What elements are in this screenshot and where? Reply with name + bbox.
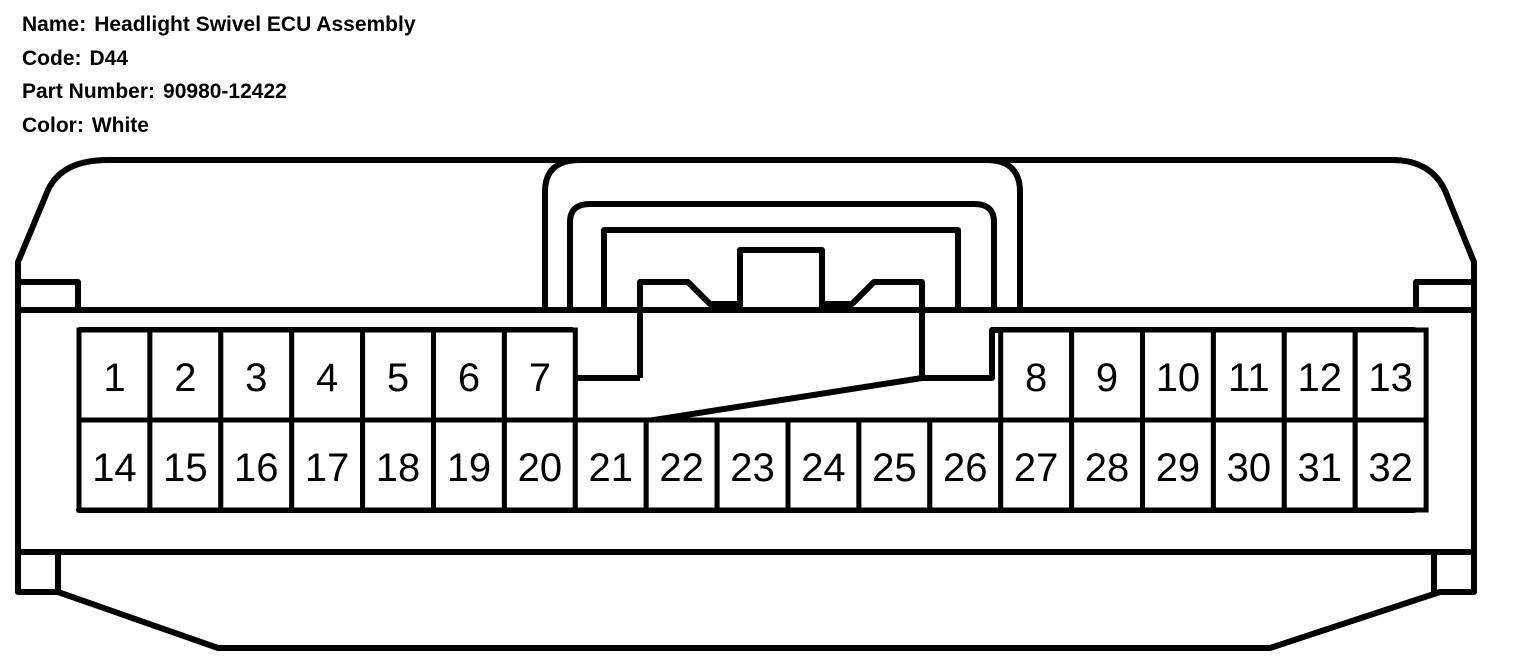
code-row: Code: D44 [22, 42, 416, 76]
pin-number: 23 [730, 446, 775, 490]
pin-cell [1352, 327, 1429, 423]
code-value: D44 [89, 46, 129, 70]
pin-number: 14 [92, 446, 137, 490]
name-row: Name: Headlight Swivel ECU Assembly [22, 8, 416, 42]
latch-block [737, 247, 825, 313]
color-label: Color: [22, 113, 84, 137]
pin-number: 24 [801, 446, 846, 490]
latch-inner-arch [567, 201, 997, 310]
pin-number: 15 [163, 446, 208, 490]
pin-number: 25 [872, 446, 917, 490]
pin-cell [76, 417, 153, 513]
pin-number: 11 [1228, 356, 1270, 400]
latch-outer-arch [542, 157, 1023, 310]
pin-number: 28 [1085, 446, 1130, 490]
pin-number: 29 [1156, 446, 1201, 490]
pin-number: 3 [245, 356, 267, 400]
pin-number: 2 [174, 356, 196, 400]
pin-number: 18 [376, 446, 421, 490]
right-tab [1413, 279, 1474, 310]
connector-info: Name: Headlight Swivel ECU Assembly Code:… [22, 8, 416, 142]
pin-cell [927, 417, 1004, 513]
pin-number: 31 [1298, 446, 1343, 490]
pin-number: 9 [1096, 356, 1118, 400]
pin-cell [147, 417, 224, 513]
pin-cell [1352, 417, 1429, 513]
pin-cell [431, 327, 507, 423]
pin-cell [998, 417, 1075, 513]
pin-number: 4 [316, 356, 338, 400]
pin-number: 7 [529, 356, 551, 400]
pin-number: 30 [1227, 446, 1272, 490]
pin-cell [289, 327, 366, 423]
pin-number: 20 [518, 446, 563, 490]
part-number-label: Part Number: [22, 80, 156, 103]
pin-cell [1281, 417, 1358, 513]
pin-number: 13 [1368, 356, 1413, 400]
pin-number: 6 [458, 356, 480, 400]
code-label: Code: [22, 46, 82, 70]
pin-number: 17 [305, 446, 350, 490]
pin-number: 5 [387, 356, 409, 400]
pin-number: 10 [1156, 356, 1201, 400]
pin-cell [360, 417, 437, 513]
part-number-value: 90980-12422 [163, 80, 287, 103]
pin-number: 8 [1025, 356, 1047, 400]
pin-cell [643, 417, 720, 513]
pin-number: 32 [1368, 446, 1413, 490]
pin-cell [572, 417, 649, 513]
pin-number: 12 [1298, 356, 1343, 400]
pin-number: 19 [447, 446, 492, 490]
name-value: Headlight Swivel ECU Assembly [94, 13, 416, 36]
part-number-row: Part Number: 90980-12422 [22, 75, 416, 109]
pin-number: 27 [1014, 446, 1059, 490]
latch-ramp-right [822, 279, 925, 378]
pin-number: 26 [943, 446, 988, 490]
pin-cell [1210, 327, 1287, 423]
name-label: Name: [22, 13, 87, 36]
pin-cell [856, 417, 933, 513]
latch-ramp-left [637, 279, 740, 378]
pin-cell [998, 327, 1075, 423]
pin-cell [431, 417, 507, 513]
left-tab [18, 279, 81, 310]
pin-number: 21 [589, 446, 634, 490]
connector-housing [15, 157, 1477, 651]
pin-cell [289, 417, 366, 513]
color-value: White [91, 113, 149, 137]
color-row: Color: White [22, 109, 416, 143]
pin-number: 1 [103, 356, 125, 400]
pin-number: 22 [659, 446, 704, 490]
pin-cell [1140, 327, 1216, 423]
latch-frame [601, 227, 961, 310]
pin-number: 16 [234, 446, 279, 490]
